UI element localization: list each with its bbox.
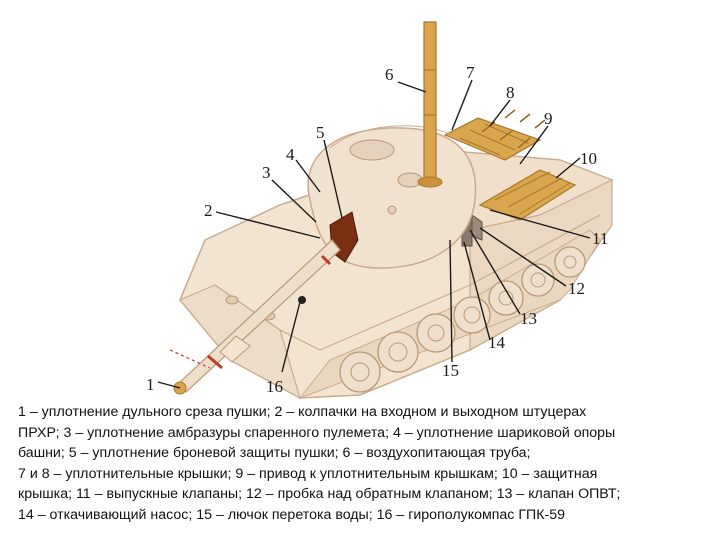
callout-12: 12 [568, 279, 585, 298]
tank-diagram: 1 2 3 4 5 6 7 8 9 10 11 12 13 14 15 16 [0, 0, 720, 400]
callout-15: 15 [442, 361, 459, 380]
callout-8: 8 [506, 83, 515, 102]
caption-line: ПРХР; 3 – уплотнение амбразуры спаренног… [18, 423, 708, 444]
callout-2: 2 [204, 201, 213, 220]
callout-4: 4 [286, 145, 295, 164]
callout-6: 6 [385, 65, 394, 84]
caption-line: 7 и 8 – уплотнительные крышки; 9 – приво… [18, 464, 708, 485]
callout-3: 3 [262, 163, 271, 182]
caption-line: 1 – уплотнение дульного среза пушки; 2 –… [18, 402, 708, 423]
callout-14: 14 [488, 333, 506, 352]
callout-13: 13 [520, 309, 537, 328]
caption-legend: 1 – уплотнение дульного среза пушки; 2 –… [18, 402, 708, 525]
callout-5: 5 [316, 123, 325, 142]
callout-11: 11 [592, 229, 608, 248]
callout-10: 10 [580, 149, 597, 168]
caption-line: башни; 5 – уплотнение броневой защиты пу… [18, 443, 708, 464]
caption-line: крышка; 11 – выпускные клапаны; 12 – про… [18, 484, 708, 505]
callout-16: 16 [266, 377, 283, 396]
callout-1: 1 [146, 375, 155, 394]
callout-9: 9 [544, 109, 553, 128]
caption-line: 14 – откачивающий насос; 15 – лючок пере… [18, 505, 708, 526]
callout-7: 7 [466, 63, 475, 82]
